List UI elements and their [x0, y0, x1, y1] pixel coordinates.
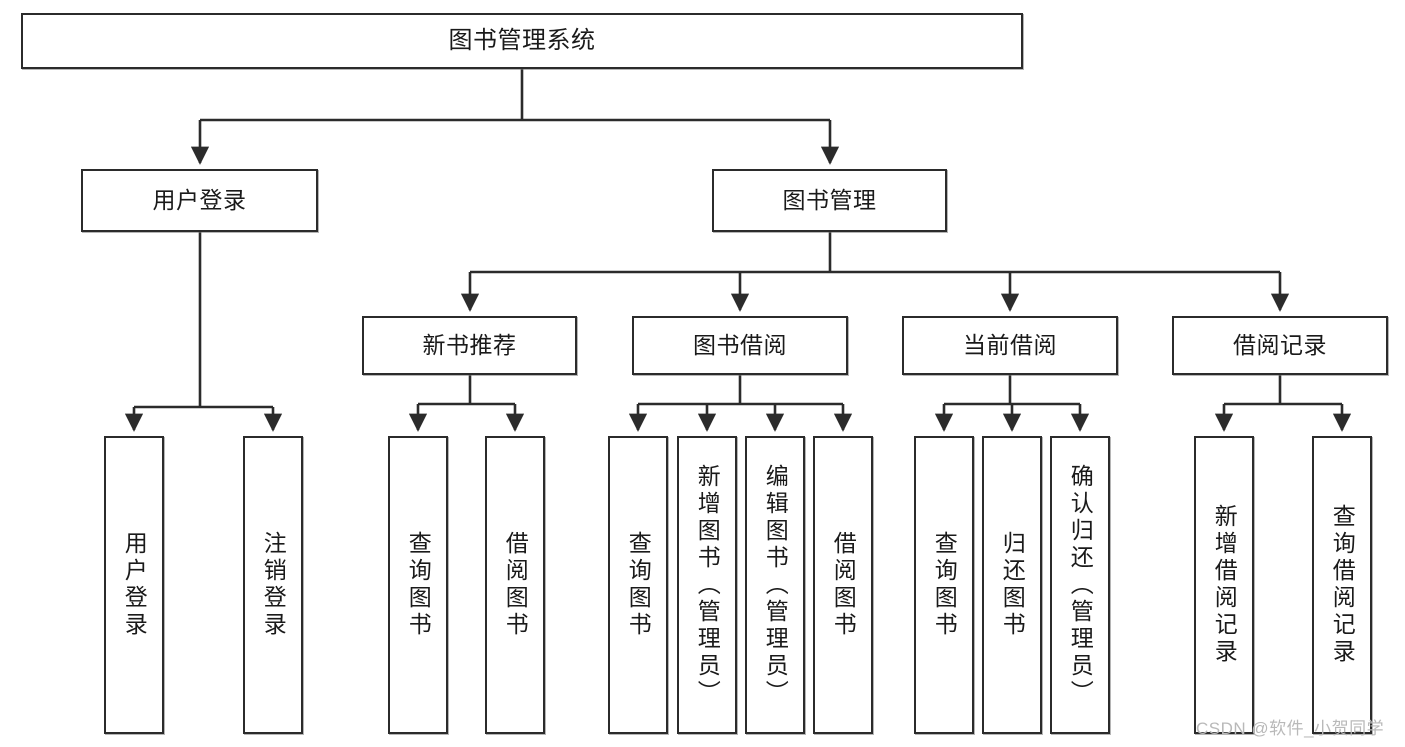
- node-leaf-confirm-return-admin-label: 确认归还（管理员）: [1067, 463, 1094, 707]
- node-leaf-query-book-3-label: 查询图书: [931, 531, 958, 639]
- node-book-management[interactable]: 图书管理: [712, 169, 947, 232]
- node-leaf-query-borrow-record-label: 查询借阅记录: [1329, 504, 1356, 666]
- node-leaf-borrow-book-2-label: 借阅图书: [830, 531, 857, 639]
- node-borrow-record-label: 借阅记录: [1233, 332, 1327, 359]
- node-leaf-return-book-label: 归还图书: [999, 531, 1026, 639]
- node-leaf-logout-login-label: 注销登录: [260, 531, 287, 639]
- node-leaf-add-borrow-record-label: 新增借阅记录: [1211, 504, 1238, 666]
- node-leaf-user-login-label: 用户登录: [121, 531, 148, 639]
- node-book-management-label: 图书管理: [782, 187, 877, 214]
- node-leaf-add-book-admin-label: 新增图书（管理员）: [694, 463, 721, 707]
- node-leaf-return-book[interactable]: 归还图书: [982, 436, 1042, 734]
- node-leaf-borrow-book-2[interactable]: 借阅图书: [813, 436, 873, 734]
- node-leaf-add-book-admin[interactable]: 新增图书（管理员）: [677, 436, 737, 734]
- node-leaf-borrow-book-1-label: 借阅图书: [502, 531, 529, 639]
- node-leaf-add-borrow-record[interactable]: 新增借阅记录: [1194, 436, 1254, 734]
- node-borrow-record[interactable]: 借阅记录: [1172, 316, 1388, 375]
- node-leaf-borrow-book-1[interactable]: 借阅图书: [485, 436, 545, 734]
- node-leaf-confirm-return-admin[interactable]: 确认归还（管理员）: [1050, 436, 1110, 734]
- node-leaf-query-borrow-record[interactable]: 查询借阅记录: [1312, 436, 1372, 734]
- node-leaf-query-book-1-label: 查询图书: [405, 531, 432, 639]
- node-current-borrow-label: 当前借阅: [963, 332, 1057, 359]
- node-root-label: 图书管理系统: [448, 27, 596, 55]
- node-leaf-logout-login[interactable]: 注销登录: [243, 436, 303, 734]
- node-book-borrow[interactable]: 图书借阅: [632, 316, 848, 375]
- node-current-borrow[interactable]: 当前借阅: [902, 316, 1118, 375]
- node-new-book-recommend[interactable]: 新书推荐: [362, 316, 577, 375]
- node-new-book-recommend-label: 新书推荐: [422, 332, 517, 359]
- node-leaf-query-book-2[interactable]: 查询图书: [608, 436, 668, 734]
- node-leaf-query-book-3[interactable]: 查询图书: [914, 436, 974, 734]
- node-leaf-edit-book-admin-label: 编辑图书（管理员）: [762, 463, 789, 707]
- node-user-login[interactable]: 用户登录: [81, 169, 318, 232]
- node-leaf-query-book-1[interactable]: 查询图书: [388, 436, 448, 734]
- node-leaf-query-book-2-label: 查询图书: [625, 531, 652, 639]
- node-leaf-edit-book-admin[interactable]: 编辑图书（管理员）: [745, 436, 805, 734]
- node-leaf-user-login[interactable]: 用户登录: [104, 436, 164, 734]
- node-root[interactable]: 图书管理系统: [21, 13, 1023, 69]
- node-book-borrow-label: 图书借阅: [693, 332, 787, 359]
- node-user-login-label: 用户登录: [152, 187, 247, 214]
